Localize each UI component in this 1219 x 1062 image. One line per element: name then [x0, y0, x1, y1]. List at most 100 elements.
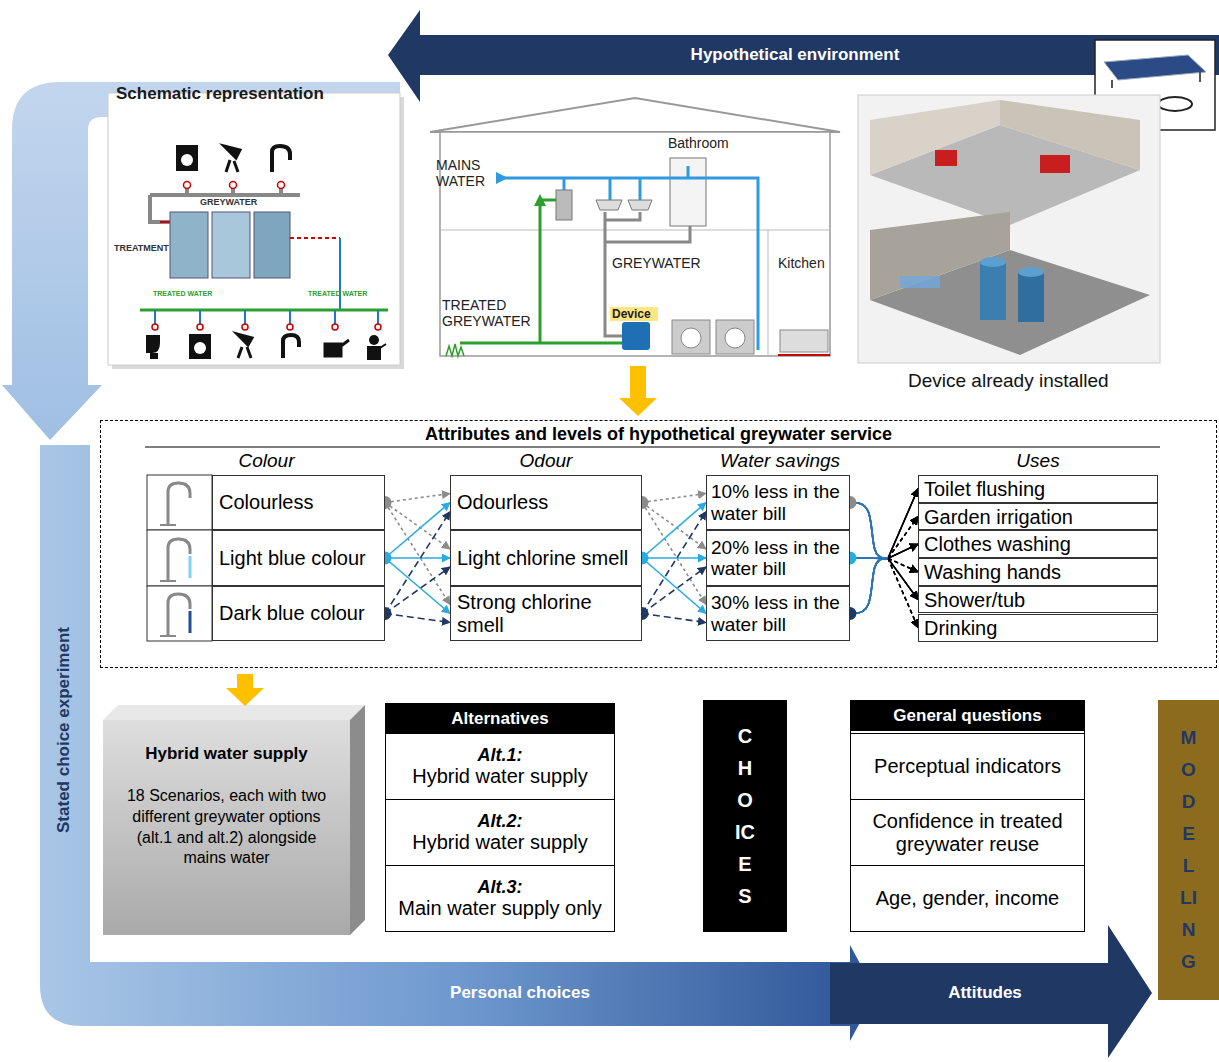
node-text: Drinking: [924, 618, 997, 638]
use-box: Washing hands: [918, 558, 1158, 586]
node-text: Personal choices: [450, 983, 590, 1003]
flow-band: Hypothetical environment: [500, 35, 1090, 75]
hybrid-box: Hybrid water supply18 Scenarios, each wi…: [103, 720, 350, 935]
level-box: Light chlorine smell: [450, 530, 642, 586]
flow-band: Attitudes: [860, 965, 1110, 1021]
level-box: 10% less in the water bill: [706, 475, 850, 530]
flow-band: Personal choices: [300, 965, 740, 1021]
section-label: Schematic representation: [116, 84, 376, 104]
table-row: Alt.2:Hybrid water supply: [386, 799, 614, 865]
level-box: Colourless: [212, 475, 385, 530]
node-text: General questions: [851, 701, 1084, 731]
connector: [850, 558, 918, 600]
connector: [642, 494, 706, 503]
node-text: Attitudes: [948, 983, 1022, 1003]
table-row: Confidence in treated greywater reuse: [851, 799, 1084, 865]
table-row: Age, gender, income: [851, 865, 1084, 931]
connector: [850, 517, 918, 614]
level-box: Strong chlorine smell: [450, 586, 642, 641]
node-text: Alternatives: [386, 704, 614, 734]
node-text: Light blue colour: [219, 547, 366, 569]
node-text: Dark blue colour: [219, 602, 365, 624]
node-text: Toilet flushing: [924, 479, 1045, 499]
water-stream: [189, 556, 192, 578]
node-text: GREYWATER: [200, 197, 280, 207]
column-header: Water savings: [700, 450, 860, 472]
table-box: AlternativesAlt.1:Hybrid water supplyAlt…: [385, 703, 615, 932]
connector: [619, 366, 657, 416]
connector: [642, 558, 706, 614]
connector: [850, 558, 918, 627]
faucet-icon: [147, 475, 212, 641]
node-text: Hybrid water supply: [412, 831, 588, 854]
node-text: TREATED WATER: [153, 290, 233, 297]
choices-bar: CHOICES: [703, 700, 787, 932]
column-header: Colour: [148, 450, 385, 472]
node-text: Strong chlorine smell: [457, 591, 635, 636]
flow-band-shape: [40, 445, 876, 1041]
render-panel: Device already installed: [858, 95, 1160, 395]
node-text: Light chlorine smell: [457, 547, 628, 569]
node-text: Garden irrigation: [924, 507, 1073, 527]
node-text: Attributes and levels of hypothetical gr…: [101, 424, 1216, 445]
node-text: Colourless: [219, 491, 313, 513]
node-text: Alt.2:: [478, 811, 523, 832]
node-text: Alt.3:: [478, 877, 523, 898]
level-box: 30% less in the water bill: [706, 586, 850, 641]
use-box: Clothes washing: [918, 530, 1158, 558]
water-stream: [189, 611, 192, 633]
connector: [850, 489, 918, 614]
hybrid-box-shape: [103, 705, 365, 935]
level-box: Odourless: [450, 475, 642, 530]
node-text: 18 Scenarios, each with two different gr…: [115, 786, 338, 869]
node-text: TREATED GREYWATER: [442, 297, 537, 329]
table-row: Alt.3:Main water supply only: [386, 865, 614, 931]
faucet-icon: [160, 483, 190, 636]
connector: [642, 567, 706, 614]
node-text: Stated choice experiment: [54, 627, 74, 833]
connector: [850, 544, 918, 558]
level-box: 20% less in the water bill: [706, 530, 850, 586]
node-text: Bathroom: [668, 135, 748, 151]
connector: [385, 503, 450, 605]
node-text: 10% less in the water bill: [711, 481, 845, 524]
modelling-bar: MODELLING: [1158, 700, 1219, 1000]
connector: [385, 558, 450, 614]
level-box: Dark blue colour: [212, 586, 385, 641]
flow-band: Stated choice experiment: [46, 568, 82, 892]
connector: [850, 517, 918, 559]
node-text: CHOICES: [735, 720, 755, 912]
connector: [850, 489, 918, 559]
connector: [850, 558, 918, 628]
node-text: Hypothetical environment: [691, 45, 900, 65]
use-box: Shower/tub: [918, 586, 1158, 614]
connector: [385, 503, 450, 559]
node-text: Confidence in treated greywater reuse: [857, 810, 1078, 856]
connector: [385, 558, 450, 559]
connector: [850, 544, 918, 613]
connector: [385, 567, 450, 614]
node-text: 20% less in the water bill: [711, 537, 845, 580]
table-box: General questionsPerceptual indicatorsCo…: [850, 700, 1085, 932]
node-text: MODELLING: [1179, 722, 1198, 978]
connector: [642, 614, 706, 623]
schematic-panel: GREYWATERTREATMENTTREATED WATERTREATED W…: [108, 93, 400, 365]
connector: [385, 614, 450, 623]
node-text: Main water supply only: [398, 897, 601, 920]
use-box: Drinking: [918, 614, 1158, 642]
connector: [385, 512, 450, 614]
node-text: Device: [610, 307, 658, 321]
node-text: MAINS WATER: [436, 157, 498, 189]
connector: [385, 494, 450, 503]
connector: [850, 489, 918, 559]
table-row: Perceptual indicators: [851, 733, 1084, 799]
connector: [642, 503, 706, 559]
node-text: Odourless: [457, 491, 548, 513]
node-text: 30% less in the water bill: [711, 592, 845, 635]
level-box: Light blue colour: [212, 530, 385, 586]
node-text: Washing hands: [924, 562, 1061, 582]
node-text: Shower/tub: [924, 590, 1025, 610]
node-text: Clothes washing: [924, 534, 1071, 554]
schematic-illustration: [108, 93, 404, 369]
